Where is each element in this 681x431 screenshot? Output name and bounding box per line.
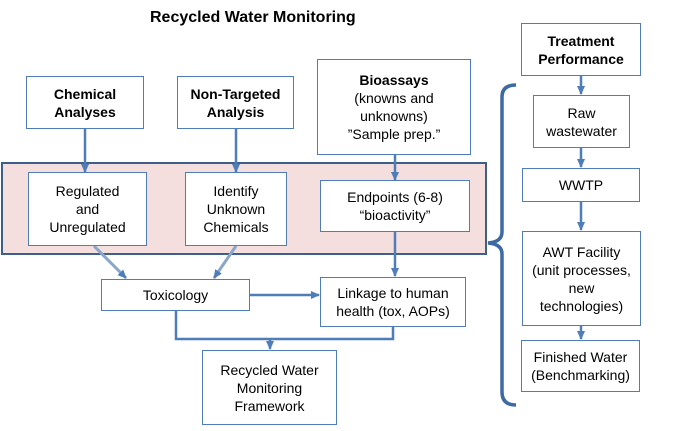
chemical-analyses-label: Chemical Analyses bbox=[53, 85, 117, 120]
page-title: Recycled Water Monitoring bbox=[150, 9, 356, 26]
awt-facility-label: AWT Facility (unit processes, new techno… bbox=[532, 243, 631, 314]
treatment-performance-label: Treatment Performance bbox=[538, 32, 624, 67]
linkage-box: Linkage to human health (tox, AOPs) bbox=[320, 277, 466, 327]
treatment-bracket bbox=[487, 83, 517, 407]
regulated-label: Regulated and Unregulated bbox=[49, 183, 126, 235]
endpoints-box: Endpoints (6-8) “bioactivity” bbox=[320, 180, 470, 232]
framework-label: Recycled Water Monitoring Framework bbox=[220, 361, 319, 414]
raw-wastewater-box: Raw wastewater bbox=[533, 95, 630, 148]
linkage-label: Linkage to human health (tox, AOPs) bbox=[336, 285, 450, 319]
treatment-performance-box: Treatment Performance bbox=[521, 23, 641, 76]
chemical-analyses-box: Chemical Analyses bbox=[26, 76, 144, 129]
non-targeted-analysis-label: Non-Targeted Analysis bbox=[190, 85, 281, 120]
bioassays-details: (knowns and unknowns) ”Sample prep.” bbox=[347, 90, 441, 142]
bioassays-heading: Bioassays bbox=[359, 72, 429, 88]
arrow-identify-to-toxicology bbox=[212, 245, 238, 279]
wwtp-label: WWTP bbox=[558, 177, 604, 193]
toxicology-box: Toxicology bbox=[101, 279, 250, 311]
arrow-regulated-to-toxicology bbox=[92, 244, 128, 280]
bioassays-box: Bioassays (knowns and unknowns) ”Sample … bbox=[317, 59, 471, 155]
regulated-box: Regulated and Unregulated bbox=[28, 172, 147, 246]
identify-unknown-label: Identify Unknown Chemicals bbox=[203, 183, 269, 235]
awt-facility-box: AWT Facility (unit processes, new techno… bbox=[522, 231, 641, 326]
identify-unknown-box: Identify Unknown Chemicals bbox=[185, 172, 287, 246]
finished-water-label: Finished Water (Benchmarking) bbox=[531, 349, 630, 383]
non-targeted-analysis-box: Non-Targeted Analysis bbox=[177, 76, 294, 129]
connector-toxicology-linkage-merge bbox=[174, 311, 395, 341]
endpoints-label: Endpoints (6-8) “bioactivity” bbox=[347, 189, 443, 223]
framework-box: Recycled Water Monitoring Framework bbox=[202, 350, 337, 425]
finished-water-box: Finished Water (Benchmarking) bbox=[521, 340, 640, 392]
wwtp-box: WWTP bbox=[522, 168, 640, 202]
raw-wastewater-label: Raw wastewater bbox=[546, 104, 617, 139]
toxicology-label: Toxicology bbox=[142, 287, 209, 303]
